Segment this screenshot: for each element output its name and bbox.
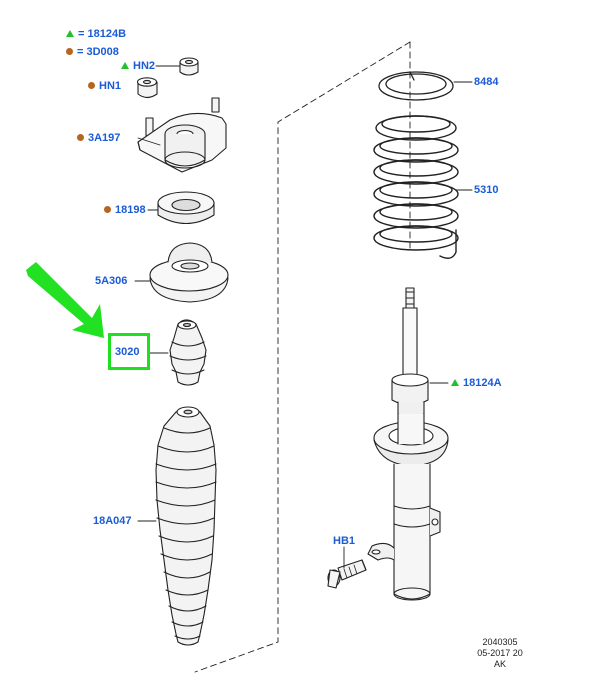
callout-text: HN2 [133, 60, 156, 72]
nut-hn1 [136, 77, 158, 99]
legend-text: = 18124B [78, 28, 127, 40]
callout-5a306[interactable]: 5A306 [95, 275, 127, 288]
dot-icon [66, 48, 73, 55]
reference-date: 05-2017 20 [477, 648, 523, 658]
callout-text: 18198 [115, 204, 146, 216]
bearing-18198 [157, 191, 215, 225]
nut-hn2 [179, 57, 199, 76]
callout-text: 3020 [115, 346, 140, 358]
spring-insulator-8484 [378, 71, 454, 101]
dot-icon [77, 134, 84, 141]
dot-icon [88, 82, 95, 89]
callout-3a197[interactable]: 3A197 [77, 132, 120, 145]
callout-18124a[interactable]: 18124A [451, 377, 502, 390]
reference-code: AK [493, 659, 506, 669]
highlight-box [108, 333, 150, 370]
bump-stop-3020 [169, 319, 207, 386]
callout-18a047[interactable]: 18A047 [93, 515, 132, 528]
callout-hn1[interactable]: HN1 [88, 80, 121, 93]
coil-spring-5310 [373, 115, 459, 259]
diagram-reference: 2040305 05-2017 20 AK [470, 637, 530, 670]
callout-text: HB1 [333, 535, 356, 547]
triangle-icon [451, 379, 459, 386]
shock-strut-18124a [367, 287, 449, 601]
callout-hn2[interactable]: HN2 [121, 60, 155, 73]
triangle-icon [121, 62, 129, 69]
legend-3d008: = 3D008 [66, 46, 119, 59]
triangle-icon [66, 30, 74, 37]
highlight-arrow [26, 262, 104, 338]
callout-text: 18A047 [93, 515, 132, 527]
legend-text: = 3D008 [77, 46, 119, 58]
spring-seat-5a306 [149, 242, 229, 303]
legend-18124b: = 18124B [66, 28, 126, 41]
callout-text: 3A197 [88, 132, 121, 144]
callout-hb1[interactable]: HB1 [333, 535, 355, 548]
callout-text: HN1 [99, 80, 122, 92]
callout-18198[interactable]: 18198 [104, 204, 146, 217]
reference-number: 2040305 [482, 637, 518, 647]
top-mount-3a197 [137, 97, 227, 173]
callout-text: 5310 [474, 184, 499, 196]
callout-8484[interactable]: 8484 [474, 76, 498, 89]
callout-text: 18124A [463, 377, 502, 389]
leader-lines [134, 65, 473, 569]
callout-3020[interactable]: 3020 [115, 346, 139, 359]
dust-boot-18a047 [155, 406, 217, 646]
bolt-hb1 [327, 559, 367, 589]
dot-icon [104, 206, 111, 213]
callout-5310[interactable]: 5310 [474, 184, 498, 197]
assembly-boundary-dashed [194, 41, 411, 673]
callout-text: 8484 [474, 76, 499, 88]
callout-text: 5A306 [95, 275, 128, 287]
